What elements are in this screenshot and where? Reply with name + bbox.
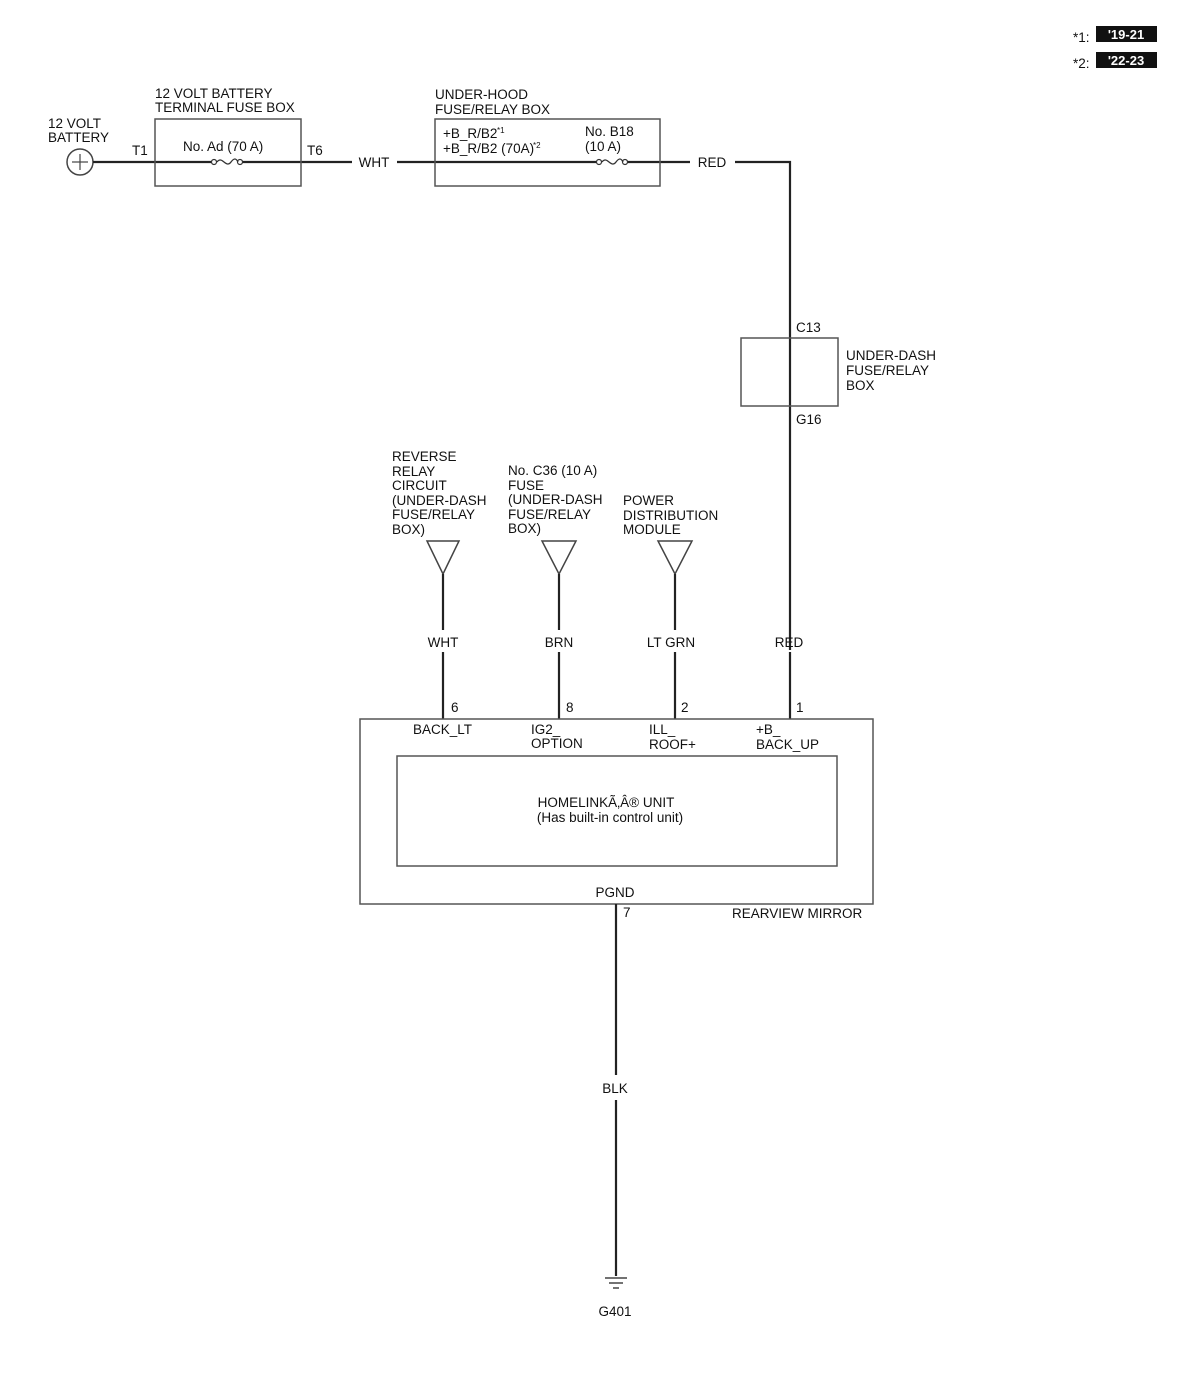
underdash-box-title-1: UNDER-DASH <box>846 348 936 363</box>
underdash-box: C13 G16 UNDER-DASH FUSE/RELAY BOX <box>740 320 936 427</box>
rearview-mirror-label: REARVIEW MIRROR <box>732 906 863 921</box>
underhood-box-title-1: UNDER-HOOD <box>435 87 528 102</box>
wire-label-brn: BRN <box>545 635 574 650</box>
ground-icon <box>605 1277 627 1289</box>
fuse-b18-icon <box>595 158 629 166</box>
source-reverse-relay: REVERSE RELAY CIRCUIT (UNDER-DASH FUSE/R… <box>392 449 487 576</box>
legend-tag-2-bg <box>1096 52 1157 68</box>
wire-label-red: RED <box>775 635 804 650</box>
c36-line-2: FUSE <box>508 478 544 493</box>
underdash-box-title-3: BOX <box>846 378 875 393</box>
c36-line-5: BOX) <box>508 521 541 536</box>
c36-line-3: (UNDER-DASH <box>508 492 603 507</box>
ground-g401: G401 <box>598 1304 631 1319</box>
terminal-t6: T6 <box>307 143 323 158</box>
pin-6: 6 <box>451 700 459 715</box>
legend-tag-1-bg <box>1096 26 1157 42</box>
terminal-fuse-box-title-1: 12 VOLT BATTERY <box>155 86 273 101</box>
fuse-ad-icon <box>210 158 244 166</box>
battery-label-1: 12 VOLT <box>48 116 101 131</box>
wire-label-wht-top: WHT <box>359 155 390 170</box>
terminal-c13: C13 <box>796 320 821 335</box>
fuse-ad-label: No. Ad (70 A) <box>183 139 263 154</box>
signal-ill-line-1: ILL_ <box>649 722 676 737</box>
signal-ill-line-2: ROOF+ <box>649 737 696 752</box>
wire-label-wht: WHT <box>428 635 459 650</box>
source-c36-fuse: No. C36 (10 A) FUSE (UNDER-DASH FUSE/REL… <box>508 463 603 576</box>
pin-1: 1 <box>796 700 804 715</box>
underhood-box-outline <box>434 118 661 187</box>
terminal-g16: G16 <box>796 412 822 427</box>
legend-key-1: *1: <box>1073 30 1090 45</box>
underhood-circuit-1: +B_R/B2 <box>443 126 497 141</box>
fuse-b18-label-2: (10 A) <box>585 139 621 154</box>
legend-key-2: *2: <box>1073 56 1090 71</box>
homelink-unit-title: HOMELINKÃ‚Â® UNIT <box>538 795 675 810</box>
fuse-b18-label-1: No. B18 <box>585 124 634 139</box>
rearview-mirror: BACK_LT IG2_ OPTION ILL_ ROOF+ +B_ BACK_… <box>359 718 874 921</box>
reverse-relay-line-5: FUSE/RELAY <box>392 507 475 522</box>
underhood-box-title-2: FUSE/RELAY BOX <box>435 102 550 117</box>
homelink-unit-subtitle: (Has built-in control unit) <box>537 810 683 825</box>
terminal-t1: T1 <box>132 143 148 158</box>
pdm-arrow-icon <box>656 540 694 576</box>
wire-red-right <box>735 160 792 650</box>
battery: 12 VOLT BATTERY <box>48 116 109 176</box>
signal-b-line-1: +B_ <box>756 722 781 737</box>
underhood-box: UNDER-HOOD FUSE/RELAY BOX +B_R/B2 *1 +B_… <box>434 87 661 187</box>
legend-tag-1: '19-21 <box>1108 27 1144 42</box>
underdash-box-outline <box>740 337 839 407</box>
terminal-fuse-box: 12 VOLT BATTERY TERMINAL FUSE BOX No. Ad… <box>132 86 323 187</box>
wire-label-lt-grn: LT GRN <box>647 635 695 650</box>
reverse-relay-line-4: (UNDER-DASH <box>392 493 487 508</box>
wire-label-red-top: RED <box>698 155 727 170</box>
underdash-box-title-2: FUSE/RELAY <box>846 363 929 378</box>
signal-b-line-2: BACK_UP <box>756 737 819 752</box>
source-pdm: POWER DISTRIBUTION MODULE <box>623 493 718 576</box>
reverse-relay-line-3: CIRCUIT <box>392 478 447 493</box>
c36-line-1: No. C36 (10 A) <box>508 463 597 478</box>
pin-8: 8 <box>566 700 574 715</box>
signal-ig2-line-2: OPTION <box>531 736 583 751</box>
pdm-line-3: MODULE <box>623 522 681 537</box>
pdm-line-2: DISTRIBUTION <box>623 508 718 523</box>
wire-label-blk: BLK <box>602 1081 628 1096</box>
signal-back-lt: BACK_LT <box>413 722 472 737</box>
underhood-circuit-1-sup: *1 <box>497 126 505 135</box>
pin-7: 7 <box>623 905 631 920</box>
reverse-relay-line-1: REVERSE <box>392 449 457 464</box>
c36-line-4: FUSE/RELAY <box>508 507 591 522</box>
homelink-unit-outline <box>396 755 838 867</box>
c36-arrow-icon <box>540 540 578 576</box>
legend-tag-2: '22-23 <box>1108 53 1144 68</box>
underhood-circuit-2-sup: *2 <box>533 141 541 150</box>
legend: *1: '19-21 *2: '22-23 <box>1073 26 1157 71</box>
signal-pgnd: PGND <box>595 885 634 900</box>
reverse-relay-arrow-icon <box>425 540 461 576</box>
reverse-relay-line-6: BOX) <box>392 522 425 537</box>
reverse-relay-line-2: RELAY <box>392 464 435 479</box>
underhood-circuit-2: +B_R/B2 (70A) <box>443 141 534 156</box>
pin-2: 2 <box>681 700 689 715</box>
battery-label-2: BATTERY <box>48 130 109 145</box>
terminal-fuse-box-outline <box>154 118 302 187</box>
signal-ig2-line-1: IG2_ <box>531 722 561 737</box>
pdm-line-1: POWER <box>623 493 674 508</box>
terminal-fuse-box-title-2: TERMINAL FUSE BOX <box>155 100 295 115</box>
